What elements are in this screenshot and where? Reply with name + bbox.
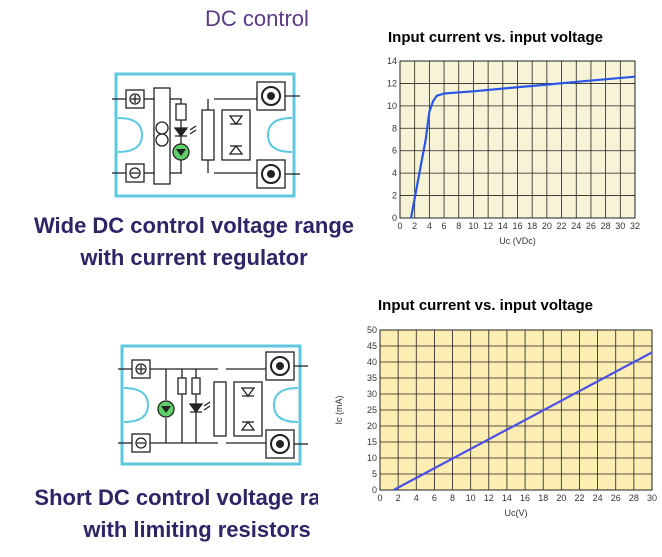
chart2-series-line-0 (393, 351, 653, 491)
chart2-xtick-label: 18 (538, 493, 548, 503)
chart2-xtick-label: 0 (377, 493, 382, 503)
chart1-xtick-label: 0 (397, 221, 402, 231)
chart2-xtick-label: 26 (611, 493, 621, 503)
chart2-ytick-label: 50 (367, 325, 377, 335)
chart1-ytick-label: 6 (392, 146, 397, 156)
chart2-ytick-label: 30 (367, 389, 377, 399)
chart2-ytick-label: 10 (367, 453, 377, 463)
chart1-xtick-label: 8 (456, 221, 461, 231)
chart1-ytick-label: 12 (387, 78, 397, 88)
chart2-ytick-label: 0 (372, 485, 377, 495)
chart2-xtick-label: 8 (450, 493, 455, 503)
chart2-ytick-label: 25 (367, 405, 377, 415)
chart1-plot-frame (399, 60, 636, 219)
chart1-ytick-label: 0 (392, 213, 397, 223)
chart1-series-line-0 (409, 75, 636, 219)
chart1-ytick-label: 8 (392, 123, 397, 133)
chart1-ytick-label: 14 (387, 56, 397, 66)
slide-title: DC control (205, 6, 309, 31)
chart2-xtick-label: 28 (629, 493, 639, 503)
chart2-ytick-label: 15 (367, 437, 377, 447)
chart2-xtick-label: 20 (556, 493, 566, 503)
chart2-ytick-label: 5 (372, 469, 377, 479)
caption-bottom-line1: Short DC control voltage range (34, 485, 360, 510)
chart1-xtick-label: 12 (483, 221, 493, 231)
chart1-xtick-label: 28 (601, 221, 611, 231)
circuit-diagram-current-regulator (112, 72, 300, 198)
chart2-xtick-label: 22 (574, 493, 584, 503)
chart2-ytick-label: 40 (367, 357, 377, 367)
caption-top-line2: with current regulator (80, 245, 308, 270)
chart1-xtick-label: 22 (557, 221, 567, 231)
chart2-xtick-label: 12 (484, 493, 494, 503)
chart2-title: Input current vs. input voltage (378, 297, 594, 314)
chart2-ylabel: Ic (mA) (334, 396, 344, 425)
chart2-plot-frame (379, 329, 653, 491)
chart1-title: Input current vs. input voltage (388, 29, 604, 46)
chart1-xlabel: Uc (VDc) (499, 236, 536, 246)
chart2-xtick-label: 16 (520, 493, 530, 503)
chart2-xlabel: Uc(V) (505, 508, 528, 518)
chart2-xtick-label: 2 (396, 493, 401, 503)
chart1-xtick-label: 4 (427, 221, 432, 231)
caption-short-range: Short DC control voltage range with limi… (10, 482, 384, 546)
chart1-xtick-label: 18 (527, 221, 537, 231)
chart1-ytick-label: 4 (392, 168, 397, 178)
chart2-xtick-label: 10 (466, 493, 476, 503)
chart1-xtick-label: 2 (412, 221, 417, 231)
caption-wide-range: Wide DC control voltage range with curre… (14, 210, 374, 274)
chart1-xtick-label: 16 (512, 221, 522, 231)
chart1-xtick-label: 30 (615, 221, 625, 231)
chart1-xtick-label: 32 (630, 221, 640, 231)
caption-bottom-line2: with limiting resistors (83, 517, 311, 542)
chart2-xtick-label: 6 (432, 493, 437, 503)
caption-top-line1: Wide DC control voltage range (33, 213, 355, 238)
chart2-xtick-label: 4 (414, 493, 419, 503)
chart1-ytick-label: 10 (387, 101, 397, 111)
chart2-xtick-label: 24 (593, 493, 603, 503)
chart1-ytick-label: 2 (392, 191, 397, 201)
chart1-xtick-label: 24 (571, 221, 581, 231)
chart1-xtick-label: 6 (442, 221, 447, 231)
chart1-xtick-label: 20 (542, 221, 552, 231)
circuit-diagram-limiting-resistors (118, 344, 308, 466)
chart1-xtick-label: 14 (498, 221, 508, 231)
chart2-ytick-label: 45 (367, 341, 377, 351)
chart1-xtick-label: 26 (586, 221, 596, 231)
chart1-xtick-label: 10 (468, 221, 478, 231)
chart2-ytick-label: 35 (367, 373, 377, 383)
chart2-xtick-label: 14 (502, 493, 512, 503)
chart2-ytick-label: 20 (367, 421, 377, 431)
chart2-xtick-label: 30 (647, 493, 657, 503)
